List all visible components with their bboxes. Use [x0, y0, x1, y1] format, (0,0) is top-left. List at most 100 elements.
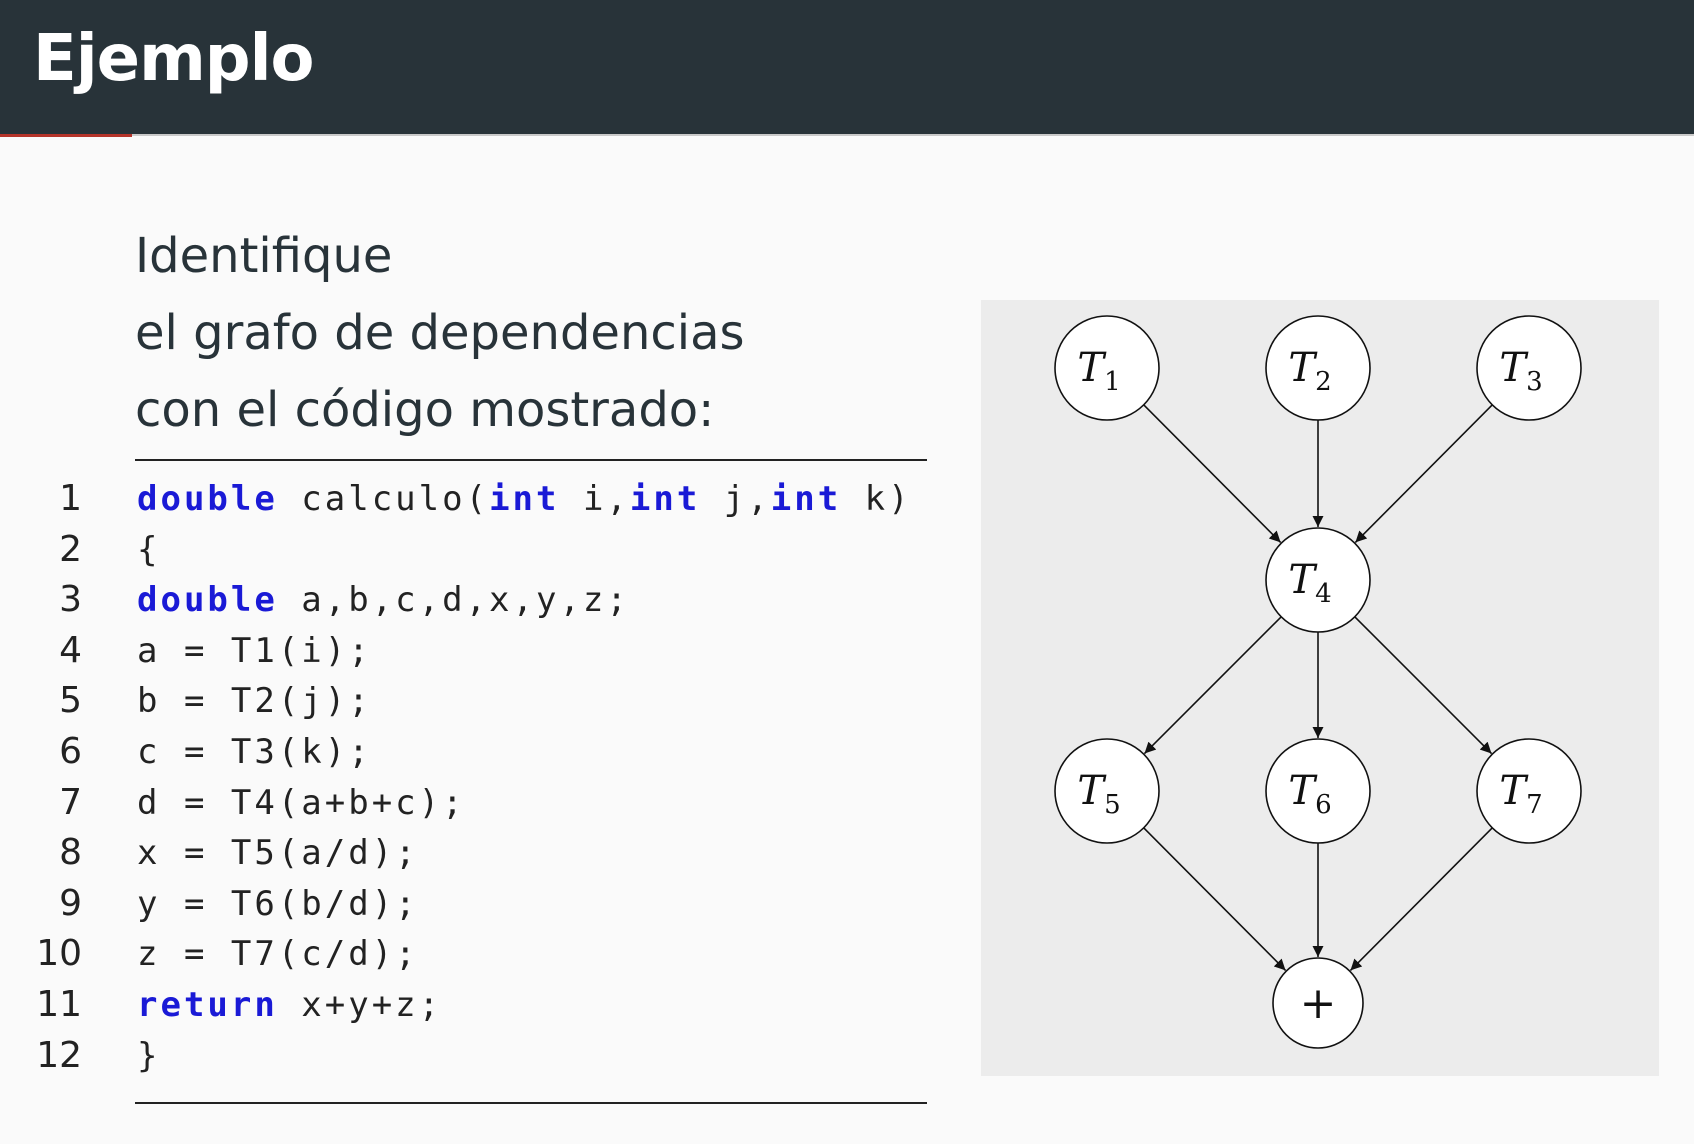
node-T2: T2 [1265, 315, 1371, 421]
code-keyword: double [137, 580, 278, 621]
node-label: T3 [1499, 345, 1542, 397]
node-label-base: T [1077, 768, 1107, 814]
code-text: y = T6(b/d); [137, 879, 419, 930]
node-T4: T4 [1265, 527, 1371, 633]
code-line: 5 b = T2(j); [30, 676, 369, 727]
code-line: 2{ [30, 525, 157, 576]
header-divider [0, 134, 1694, 136]
line-number: 8 [59, 832, 82, 874]
code-keyword: int [629, 479, 701, 519]
code-token: } [137, 1035, 161, 1076]
node-T7: T7 [1476, 738, 1582, 844]
edge-T4-T7 [1354, 616, 1493, 755]
node-label: T6 [1288, 768, 1331, 820]
node-circle [1476, 738, 1582, 844]
node-label-subscript: 1 [1104, 367, 1121, 397]
code-token: b = T2(j); [137, 681, 372, 722]
code-line: 4 a = T1(i); [30, 626, 369, 677]
node-circle [1272, 957, 1364, 1049]
code-keyword: return [137, 984, 278, 1025]
code-token: a,b,c,d,x,y,z; [277, 580, 630, 621]
line-number: 1 [59, 478, 82, 519]
code-text: { [137, 525, 160, 576]
node-circle [1476, 315, 1582, 421]
line-number: 9 [59, 882, 82, 924]
node-T6: T6 [1265, 738, 1371, 844]
code-line: 9 y = T6(b/d); [30, 879, 416, 930]
node-label: T7 [1499, 768, 1542, 820]
node-circle [1054, 315, 1160, 421]
code-token: d = T4(a+b+c); [137, 782, 466, 823]
line-number: 7 [59, 781, 82, 823]
code-token: x+y+z; [277, 984, 443, 1025]
node-label: T2 [1288, 345, 1331, 397]
node-label: T5 [1077, 768, 1120, 820]
node-circle [1265, 527, 1371, 633]
code-token: y = T6(b/d); [137, 883, 419, 924]
code-text: double calculo(int i,int j,int k) [137, 474, 912, 525]
node-label-base: T [1077, 345, 1107, 391]
code-bottom-rule [135, 1102, 927, 1104]
node-label-base: T [1288, 345, 1318, 391]
node-label-base: T [1499, 345, 1529, 391]
code-token: k) [841, 479, 912, 519]
edge-T7-plus [1349, 827, 1493, 971]
intro-line-3: con el código mostrado: [135, 382, 715, 438]
code-text: } [137, 1031, 160, 1082]
code-token: j, [700, 479, 771, 519]
code-keyword: int [489, 479, 560, 519]
node-circle [1054, 738, 1160, 844]
code-text: d = T4(a+b+c); [137, 778, 466, 829]
line-number: 12 [36, 1034, 82, 1076]
line-number: 6 [59, 730, 82, 772]
node-label-base: T [1499, 768, 1529, 814]
code-token: x = T5(a/d); [137, 833, 419, 874]
code-line: 6 c = T3(k); [30, 727, 369, 778]
edge-T1-T4 [1143, 404, 1282, 543]
node-label: T1 [1077, 345, 1120, 397]
line-number: 11 [36, 983, 82, 1025]
code-keyword: int [770, 479, 842, 519]
node-label-base: + [1300, 978, 1337, 1029]
node-label-base: T [1288, 557, 1318, 603]
code-token: c = T3(k); [137, 731, 372, 772]
code-line: 12} [30, 1031, 157, 1082]
intro-line-2: el grafo de dependencias [135, 305, 745, 361]
node-label-subscript: 4 [1315, 579, 1332, 609]
node-label-subscript: 3 [1526, 367, 1543, 397]
intro-line-1: Identifique [135, 228, 393, 284]
node-T3: T3 [1476, 315, 1582, 421]
slide-header: Ejemplo [0, 0, 1694, 134]
node-label-subscript: 2 [1315, 367, 1332, 397]
intro-text: Identifique el grafo de dependencias con… [135, 218, 745, 449]
line-number: 4 [59, 629, 82, 671]
node-label: + [1300, 978, 1337, 1029]
code-line: 8 x = T5(a/d); [30, 828, 416, 879]
code-text: b = T2(j); [137, 676, 372, 727]
code-token: a = T1(i); [137, 630, 372, 671]
code-token: i, [559, 479, 630, 519]
node-label-subscript: 5 [1104, 790, 1121, 820]
code-text: c = T3(k); [137, 727, 372, 778]
code-token: { [137, 529, 161, 570]
node-T5: T5 [1054, 738, 1160, 844]
node-T1: T1 [1054, 315, 1160, 421]
code-text: a = T1(i); [137, 626, 372, 677]
code-text: return x+y+z; [137, 980, 442, 1031]
line-number: 5 [59, 680, 82, 722]
line-number: 2 [59, 528, 82, 570]
code-token: z = T7(c/d); [137, 934, 419, 975]
edge-T4-T5 [1143, 616, 1282, 755]
code-keyword: double [137, 479, 278, 519]
node-circle [1265, 738, 1371, 844]
node-label: T4 [1288, 557, 1331, 609]
code-token: calculo( [277, 479, 490, 519]
code-text: z = T7(c/d); [137, 929, 419, 980]
edge-T3-T4 [1354, 404, 1493, 543]
